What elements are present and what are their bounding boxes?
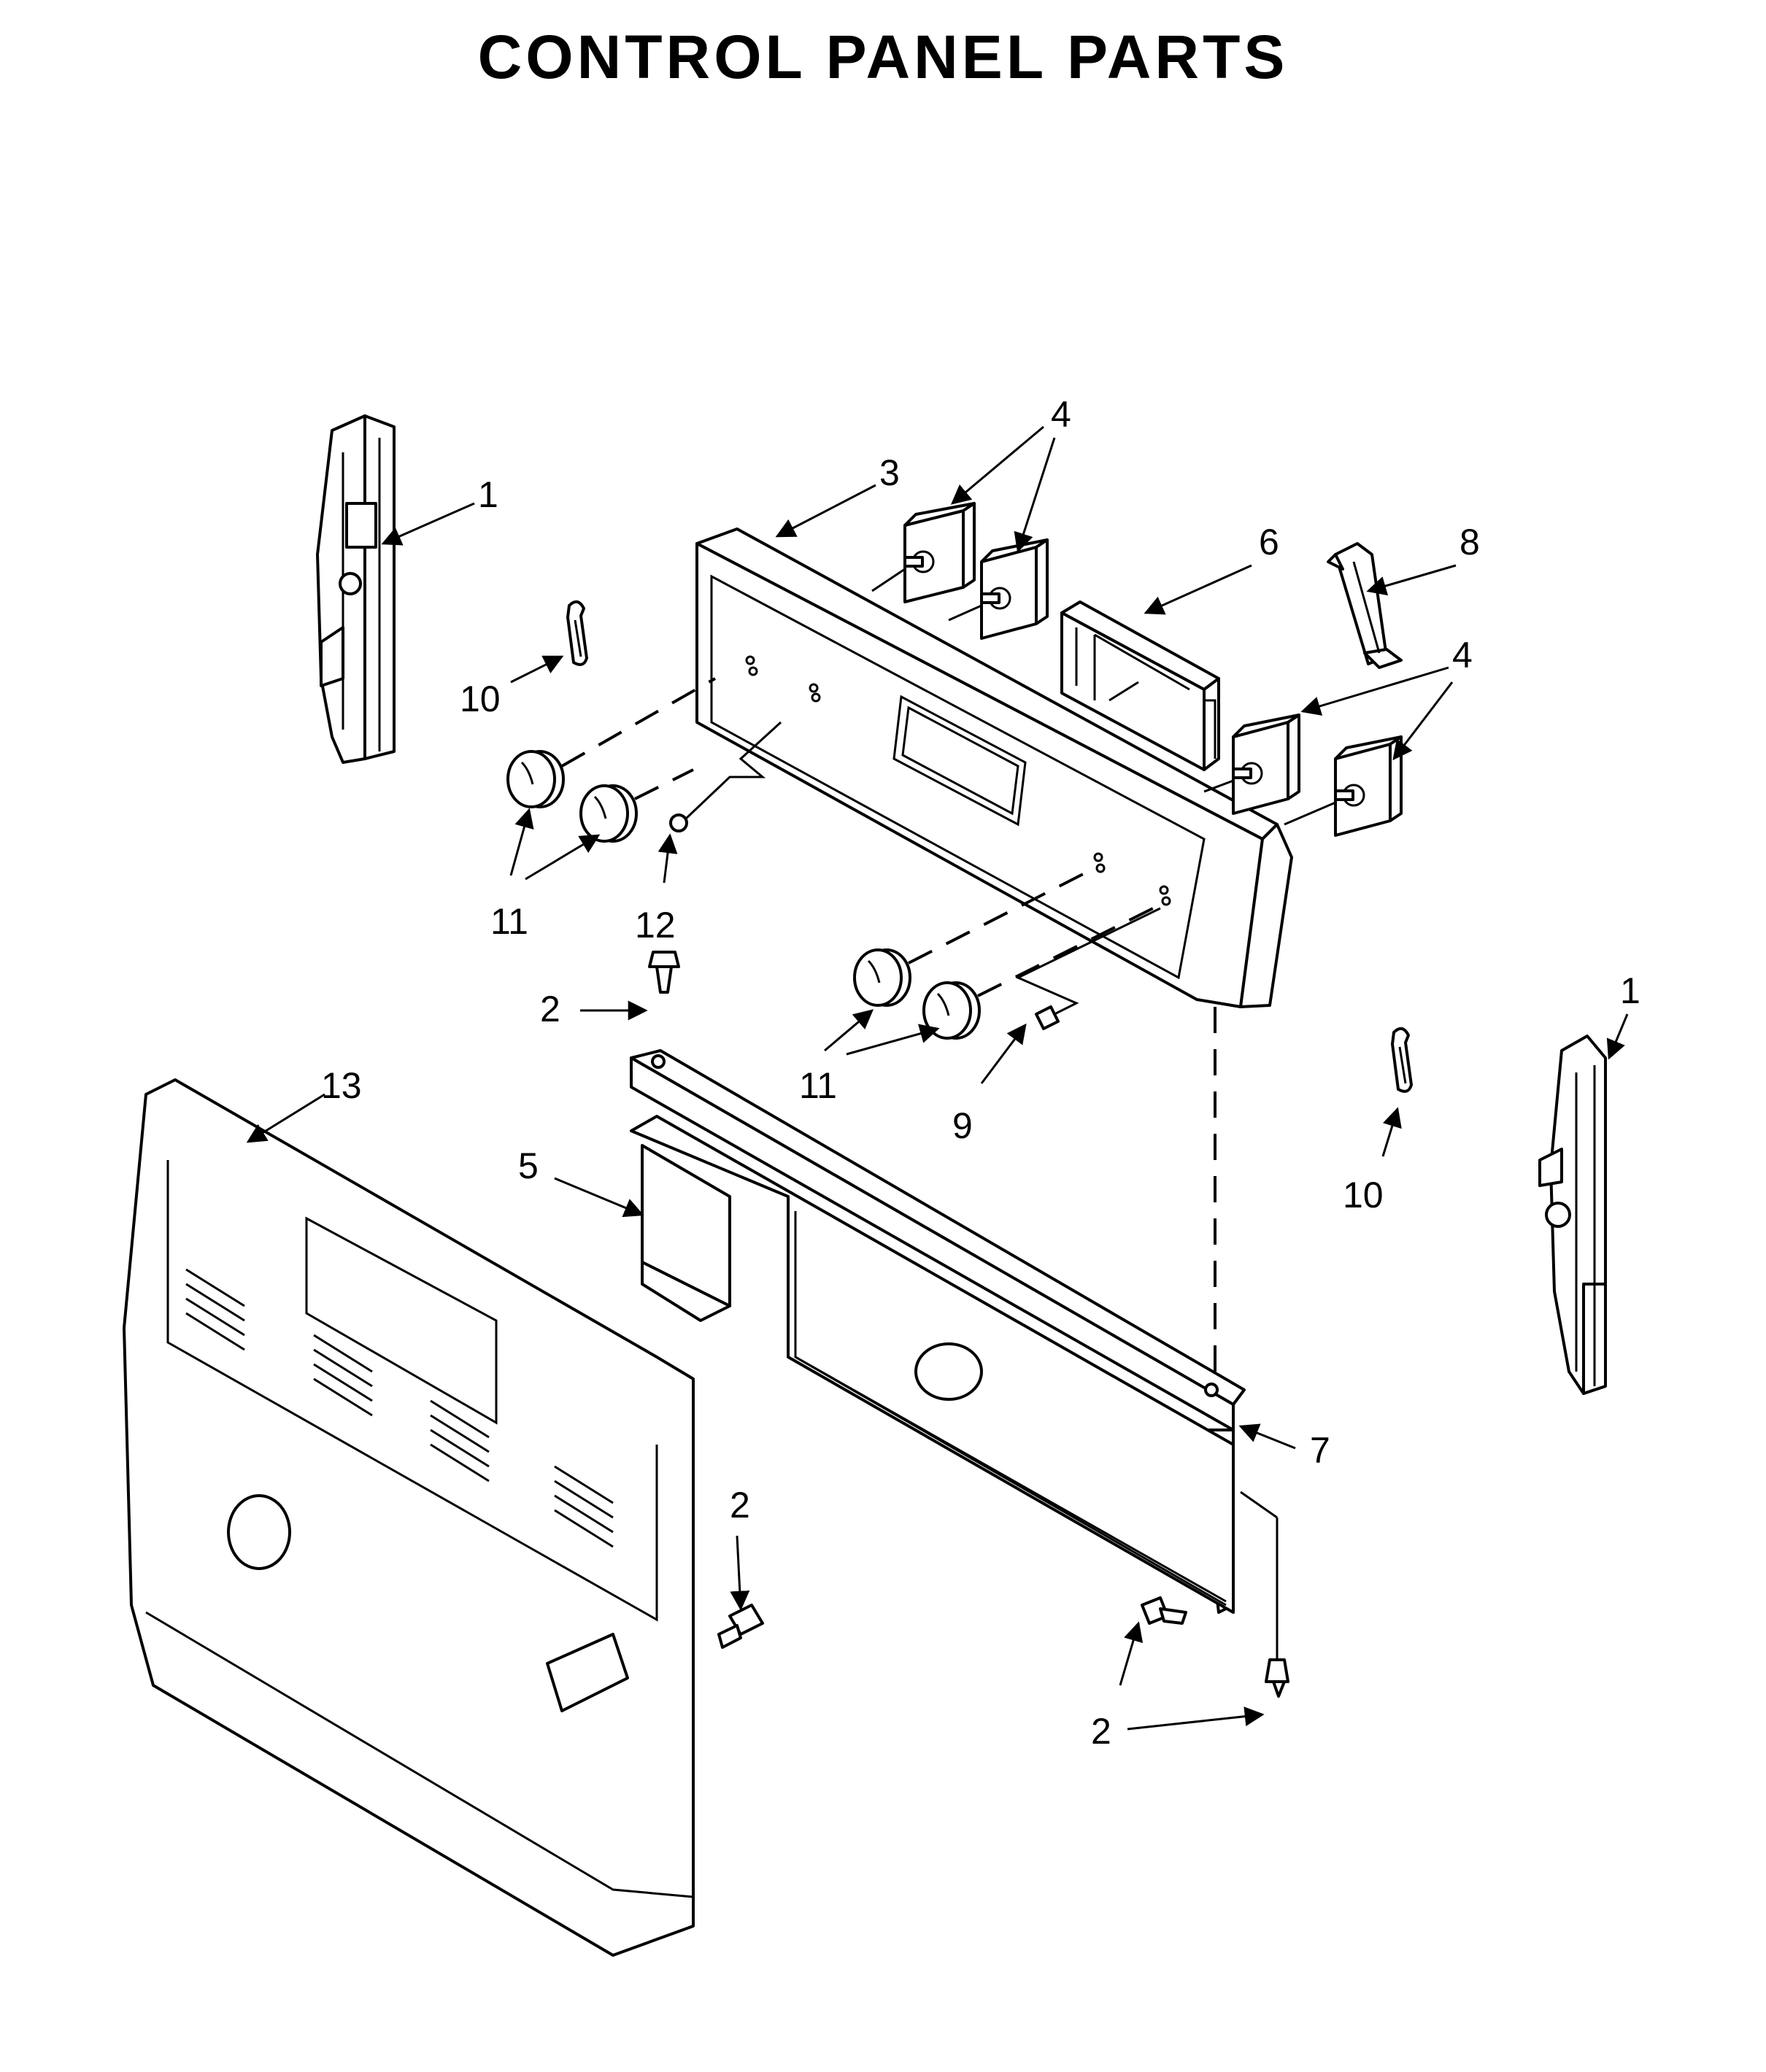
control-panel[interactable] xyxy=(695,527,1293,1008)
screw-2-top[interactable] xyxy=(648,951,680,994)
screw-2-right[interactable] xyxy=(1265,1658,1289,1698)
screw-2-left[interactable] xyxy=(717,1604,764,1649)
knob-3[interactable] xyxy=(853,948,911,1007)
callout-9: 9 xyxy=(952,1105,973,1146)
callout-5: 5 xyxy=(518,1145,539,1186)
callout-11-left: 11 xyxy=(490,901,528,942)
control-switch-3[interactable] xyxy=(1232,714,1300,815)
callout-2-top: 2 xyxy=(540,989,560,1029)
back-cover[interactable] xyxy=(123,1078,695,1957)
electronic-control-board[interactable] xyxy=(1060,600,1220,771)
callout-1-left: 1 xyxy=(478,474,498,515)
screw-2-middle[interactable] xyxy=(1141,1596,1187,1625)
callout-6: 6 xyxy=(1259,522,1279,563)
side-bracket-left[interactable] xyxy=(316,414,396,764)
callout-4-top: 4 xyxy=(1051,394,1071,435)
callout-12: 12 xyxy=(635,905,676,946)
knob-1[interactable] xyxy=(506,750,565,808)
wire-bracket[interactable] xyxy=(1327,542,1403,669)
callout-10-left: 10 xyxy=(460,679,501,719)
control-switch-1[interactable] xyxy=(903,502,976,603)
callout-11-right: 11 xyxy=(799,1065,837,1106)
callout-4-right: 4 xyxy=(1452,635,1473,676)
callout-labels: 1 1 2 2 2 3 4 4 5 6 7 8 9 10 10 11 11 12… xyxy=(321,394,1640,1752)
page-title: CONTROL PANEL PARTS xyxy=(477,23,1289,91)
knob-2[interactable] xyxy=(579,784,638,843)
screw-9[interactable] xyxy=(1015,907,1161,1030)
callout-2-bottom: 2 xyxy=(1091,1711,1111,1752)
callout-2-left: 2 xyxy=(730,1485,750,1526)
clip-left[interactable] xyxy=(566,600,588,666)
clip-right[interactable] xyxy=(1391,1027,1413,1093)
callout-10-right: 10 xyxy=(1343,1175,1384,1215)
callout-1-right: 1 xyxy=(1620,970,1640,1011)
callout-7: 7 xyxy=(1310,1430,1330,1471)
leader-lines xyxy=(246,425,1629,1731)
callout-3: 3 xyxy=(879,452,900,493)
control-switch-2[interactable] xyxy=(980,538,1049,640)
screw-12[interactable] xyxy=(669,721,782,832)
knob-4[interactable] xyxy=(922,981,981,1040)
side-bracket-right[interactable] xyxy=(1538,1035,1607,1395)
control-switch-4[interactable] xyxy=(1334,735,1403,837)
callout-8: 8 xyxy=(1460,522,1480,563)
callout-13: 13 xyxy=(321,1065,362,1106)
rear-panel[interactable] xyxy=(630,1115,1235,1614)
